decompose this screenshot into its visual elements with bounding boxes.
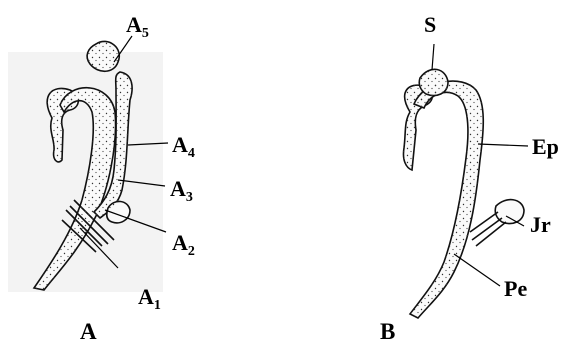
label-a3: A3 <box>170 178 193 205</box>
label-a5: A5 <box>126 14 149 41</box>
label-a1: A1 <box>138 286 161 313</box>
label-pe: Pe <box>504 278 527 300</box>
label-jr: Jr <box>530 214 551 236</box>
label-ep: Ep <box>532 136 559 158</box>
panel-b-stipple <box>403 69 483 318</box>
leader-pe <box>454 254 500 286</box>
label-a2: A2 <box>172 232 195 259</box>
label-s: S <box>424 14 436 36</box>
label-a4: A4 <box>172 134 195 161</box>
panel-a-label: A <box>80 320 97 343</box>
leader-s <box>432 44 434 70</box>
panel-b-label: B <box>380 320 395 343</box>
leader-ep <box>478 144 528 146</box>
